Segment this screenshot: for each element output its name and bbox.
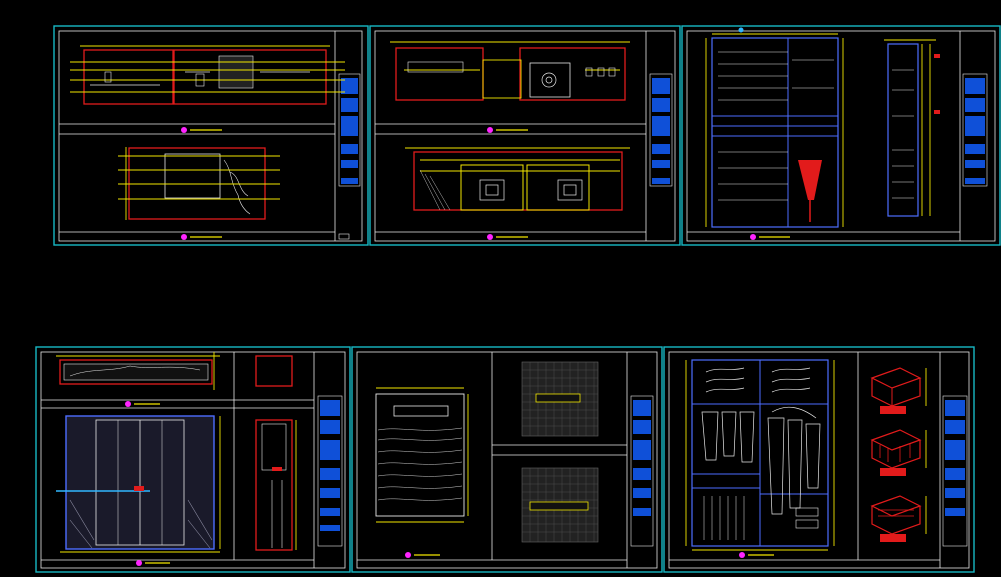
plan-strip — [56, 352, 220, 390]
label-marker — [487, 127, 528, 133]
title-block — [962, 73, 988, 187]
sheet-bottom-2[interactable] — [351, 346, 663, 573]
sheet-frame — [53, 25, 369, 246]
inner-frame — [58, 30, 363, 242]
label-marker — [181, 127, 222, 133]
title-block — [317, 395, 343, 547]
wardrobe-interior — [685, 359, 835, 551]
grid-detail-bottom — [521, 467, 599, 543]
sheet-top-1[interactable] — [53, 25, 369, 246]
label-marker — [750, 234, 790, 240]
label-marker — [125, 401, 160, 407]
sheet-top-3[interactable] — [681, 25, 1001, 246]
sheet-bottom-1[interactable] — [35, 346, 351, 573]
title-block — [942, 395, 968, 547]
3d-detail-2 — [870, 429, 927, 476]
3d-detail-1 — [870, 367, 927, 414]
sheet-top-2[interactable] — [369, 25, 681, 246]
wall-elevation-bottom — [118, 147, 280, 220]
title-block — [649, 73, 673, 187]
label-marker — [181, 234, 222, 240]
label-marker — [405, 552, 440, 558]
cabinet-elevation-top — [390, 41, 630, 101]
wall-elevation-top — [70, 45, 345, 105]
cabinet-elevation-bottom — [405, 147, 630, 211]
3d-detail-3 — [870, 495, 927, 542]
side-detail — [255, 355, 297, 551]
title-block — [338, 73, 361, 240]
title-block — [630, 395, 654, 547]
label-marker — [739, 552, 774, 558]
bed-elevation — [375, 387, 469, 523]
grid-detail-top — [521, 361, 599, 437]
wardrobe-front — [705, 27, 844, 228]
label-marker — [136, 560, 170, 566]
wardrobe-section — [884, 39, 940, 217]
label-marker — [487, 234, 528, 240]
door-elevation — [56, 415, 221, 553]
sheet-bottom-3[interactable] — [663, 346, 975, 573]
